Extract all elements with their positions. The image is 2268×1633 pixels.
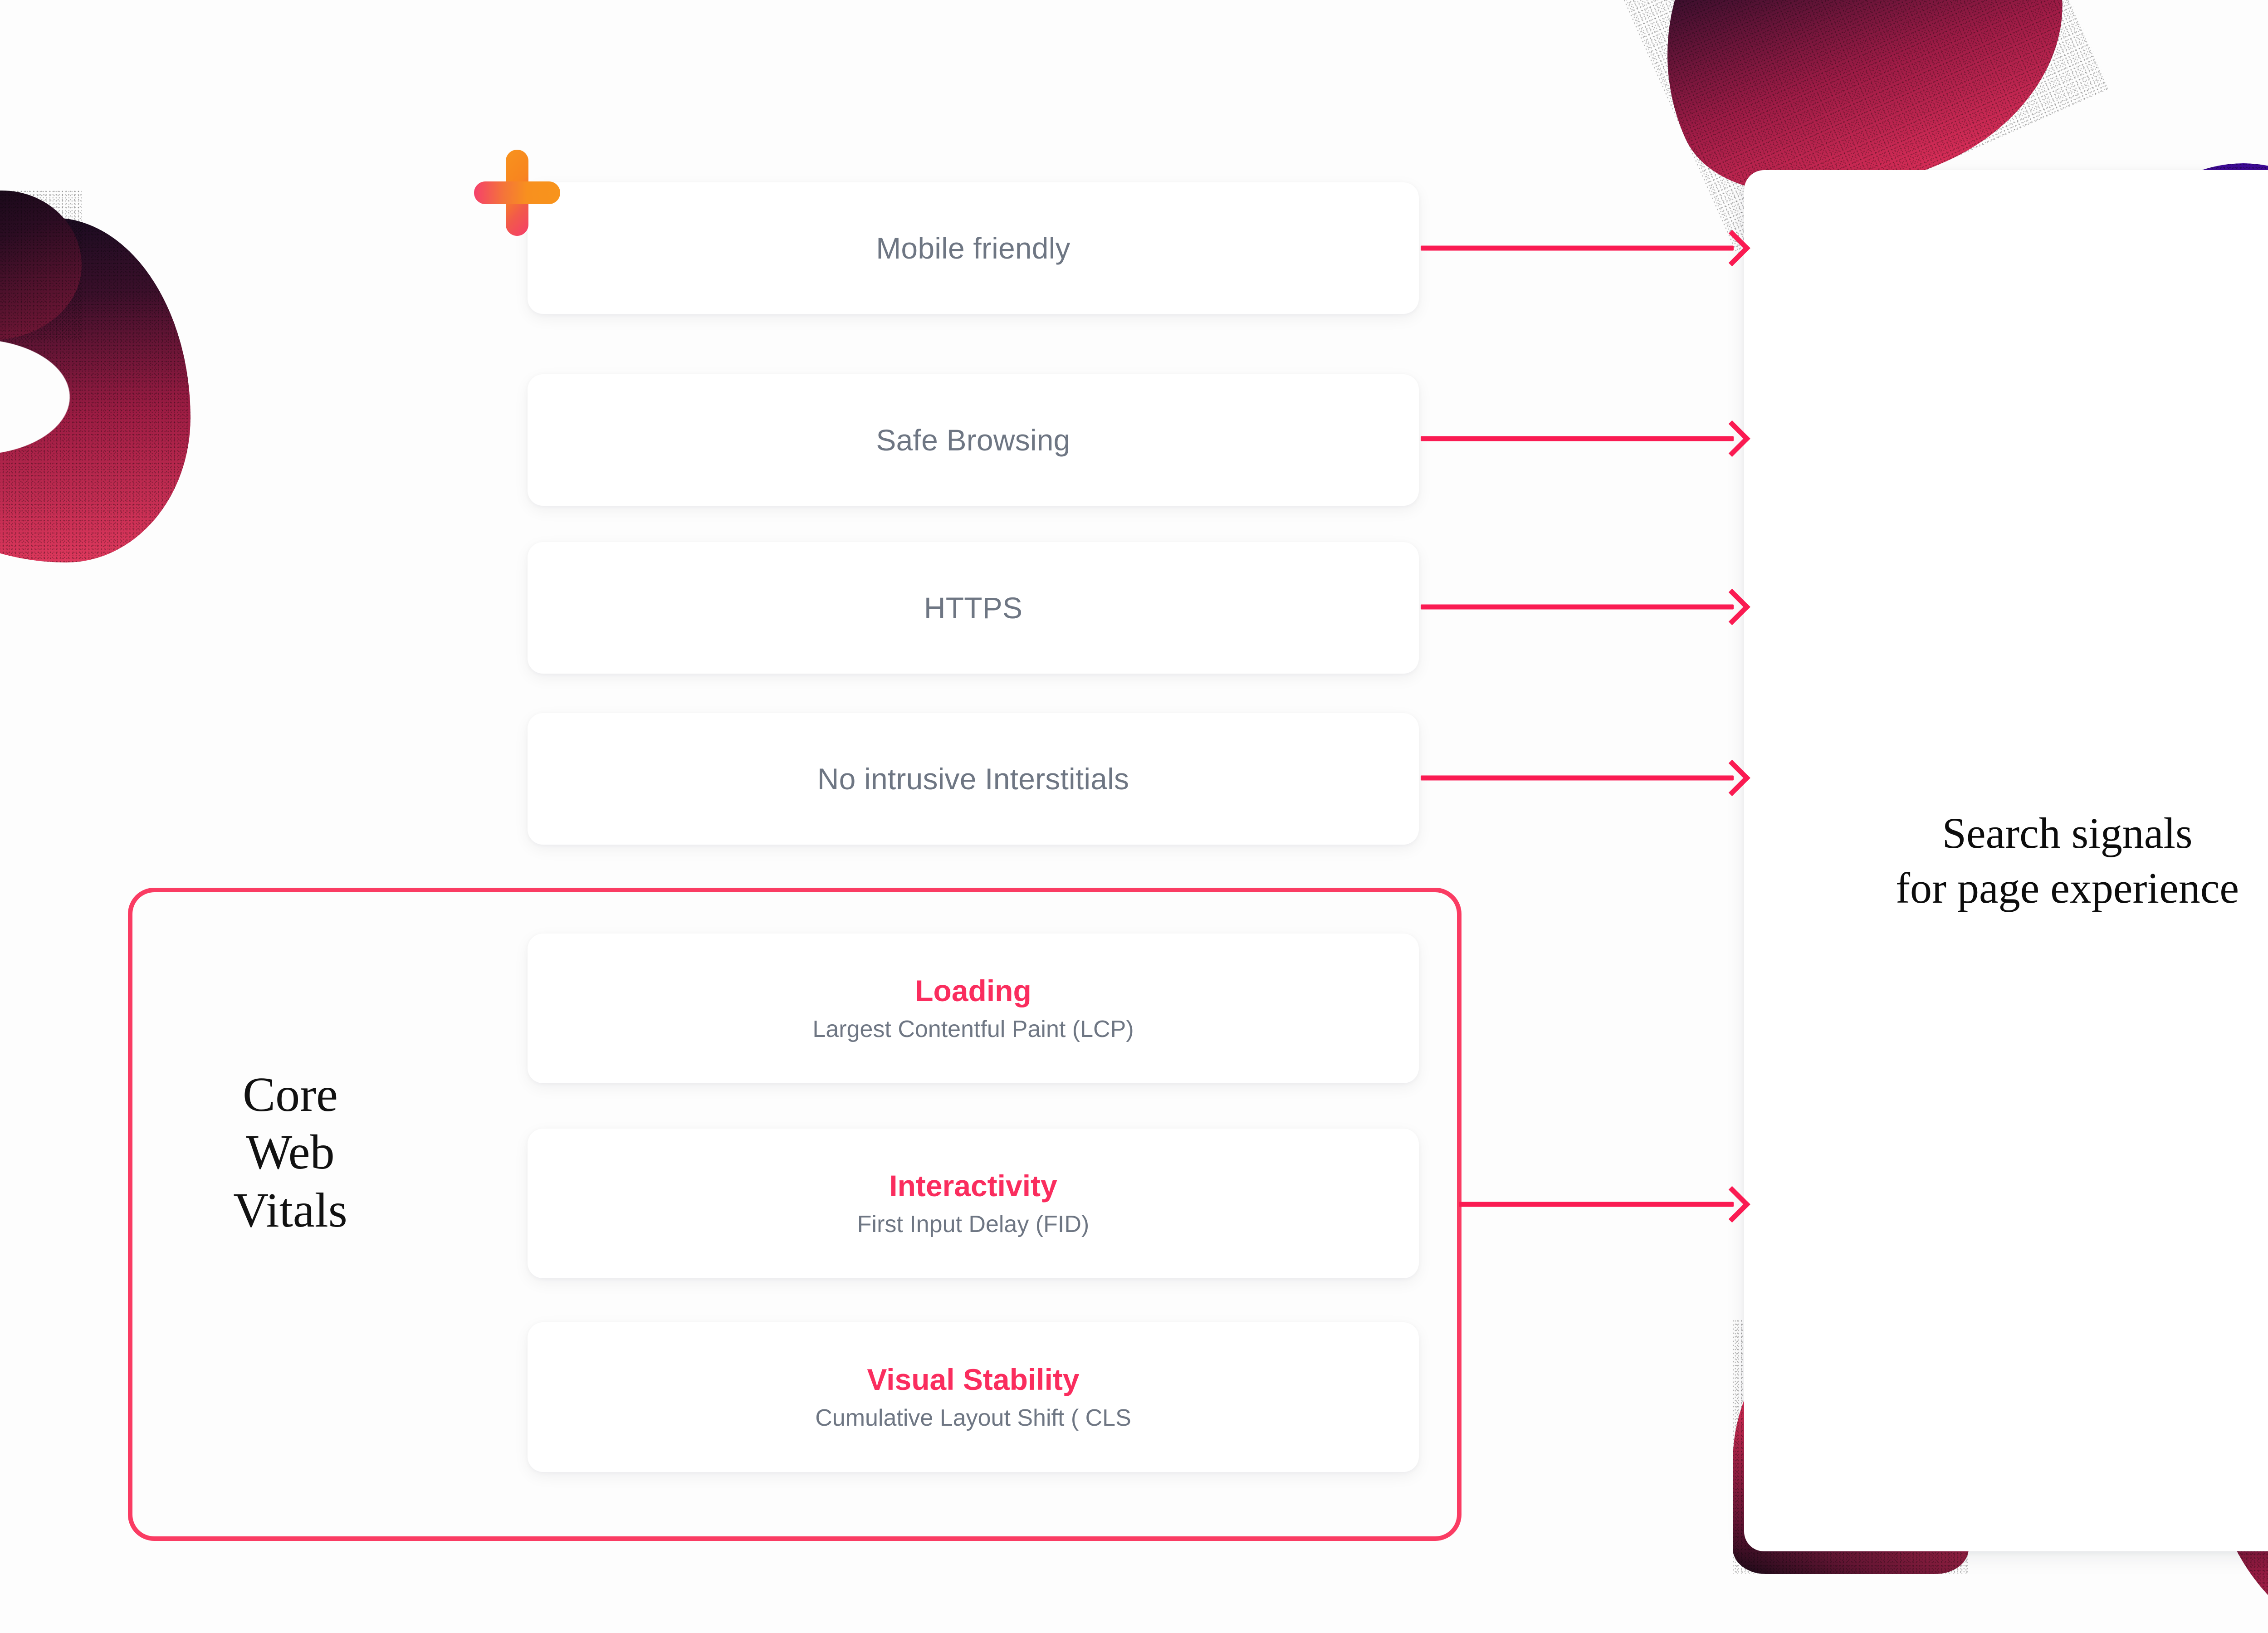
signal-card-mobile-friendly[interactable]: Mobile friendly: [528, 182, 1419, 314]
vital-card-title: Interactivity: [889, 1169, 1057, 1203]
signal-card-no-intrusive-interstitials[interactable]: No intrusive Interstitials: [528, 713, 1419, 845]
decorative-swirl-left-tail: [0, 191, 82, 340]
vital-card-interactivity[interactable]: Interactivity First Input Delay (FID): [528, 1129, 1419, 1278]
vital-card-title: Loading: [915, 974, 1031, 1008]
cwv-label-line: Web: [246, 1125, 335, 1180]
signal-card-safe-browsing[interactable]: Safe Browsing: [528, 374, 1419, 506]
search-signals-title: Search signals for page experience: [1896, 808, 2239, 912]
signal-card-label: HTTPS: [924, 591, 1023, 625]
arrow-no-intrusive-interstitials: [1421, 759, 1750, 797]
vital-card-subtitle: Largest Contentful Paint (LCP): [812, 1016, 1134, 1042]
vital-card-loading[interactable]: Loading Largest Contentful Paint (LCP): [528, 934, 1419, 1083]
plus-icon: [474, 150, 560, 236]
signal-card-label: No intrusive Interstitials: [817, 762, 1129, 796]
core-web-vitals-group: [128, 888, 1461, 1541]
core-web-vitals-label: Core Web Vitals: [181, 1066, 399, 1239]
cwv-label-line: Vitals: [233, 1183, 347, 1237]
arrow-safe-browsing: [1421, 420, 1750, 457]
arrow-https: [1421, 588, 1750, 626]
arrow-core-web-vitals: [1459, 1186, 1750, 1223]
vital-card-subtitle: Cumulative Layout Shift ( CLS: [815, 1404, 1131, 1431]
decorative-swirl-left: [0, 218, 191, 562]
vital-card-subtitle: First Input Delay (FID): [857, 1211, 1090, 1237]
arrow-mobile-friendly: [1421, 230, 1750, 267]
signal-card-https[interactable]: HTTPS: [528, 542, 1419, 674]
signal-card-label: Mobile friendly: [876, 231, 1070, 265]
signal-card-label: Safe Browsing: [876, 423, 1070, 457]
search-signals-panel: Search signals for page experience: [1744, 170, 2268, 1551]
vital-card-visual-stability[interactable]: Visual Stability Cumulative Layout Shift…: [528, 1322, 1419, 1472]
cwv-label-line: Core: [243, 1068, 338, 1122]
vital-card-title: Visual Stability: [867, 1363, 1080, 1397]
